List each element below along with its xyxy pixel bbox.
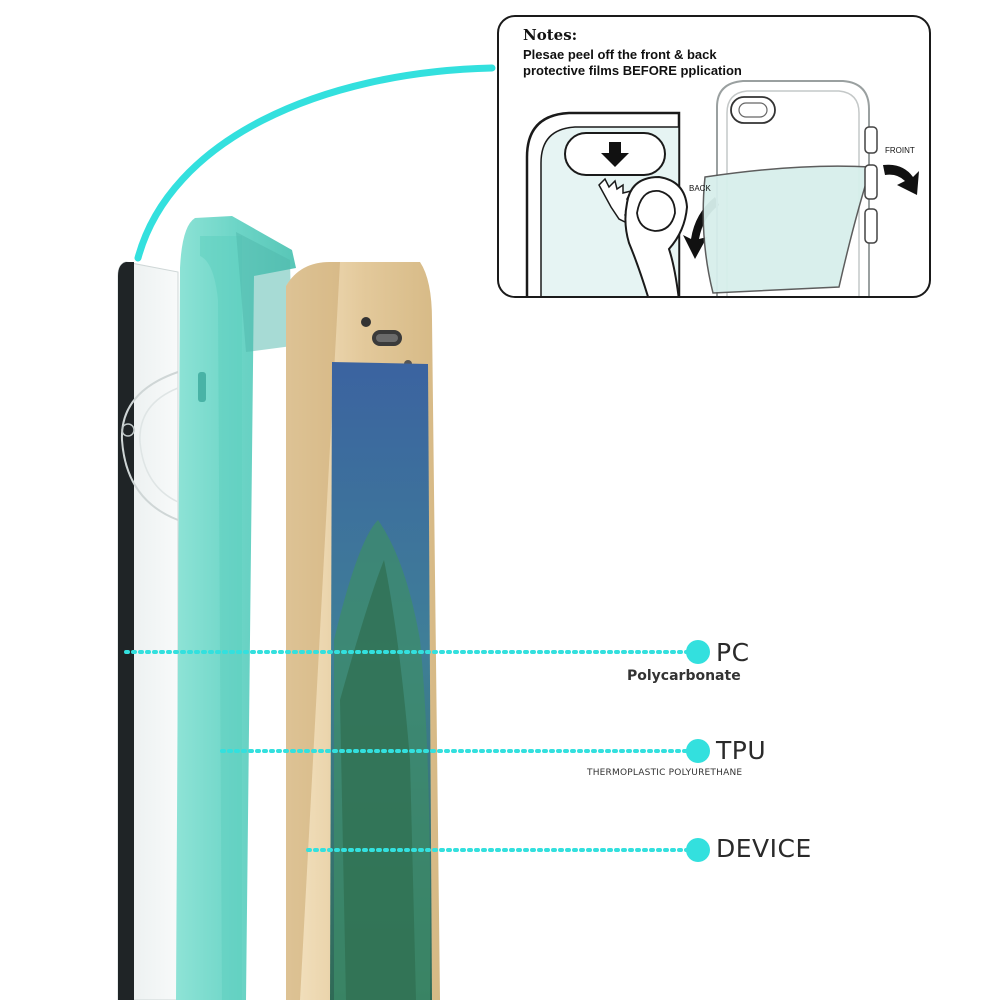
callout-curve xyxy=(134,64,496,262)
peel-closeup-illustration xyxy=(525,111,719,296)
tpu-subtitle: THERMOPLASTIC POLYURETHANE xyxy=(587,768,743,778)
front-label: FROINT xyxy=(885,146,915,155)
notes-line-1: Plesae peel off the front & back xyxy=(523,47,717,62)
phone-outline-illustration xyxy=(702,80,919,296)
peel-instructions-illustration xyxy=(525,80,919,296)
tpu-bumper xyxy=(176,216,296,1000)
pc-back-cover xyxy=(117,261,179,1000)
tpu-label: TPU xyxy=(716,736,767,765)
device-marker-dot xyxy=(686,838,710,862)
front-peel-arrow-icon xyxy=(883,164,919,195)
arrow-down-icon xyxy=(601,142,629,167)
device-phone xyxy=(286,262,440,1000)
tpu-marker-dot xyxy=(686,739,710,763)
notes-box: Notes: Plesae peel off the front & back … xyxy=(497,15,931,298)
back-label: BACK xyxy=(689,184,711,193)
pc-marker-dot xyxy=(686,640,710,664)
device-label: DEVICE xyxy=(716,834,812,863)
notes-line-2: protective films BEFORE pplication xyxy=(523,63,742,78)
notes-title: Notes: xyxy=(523,26,578,44)
pc-subtitle: Polycarbonate xyxy=(627,668,741,684)
pc-label: PC xyxy=(716,638,750,667)
